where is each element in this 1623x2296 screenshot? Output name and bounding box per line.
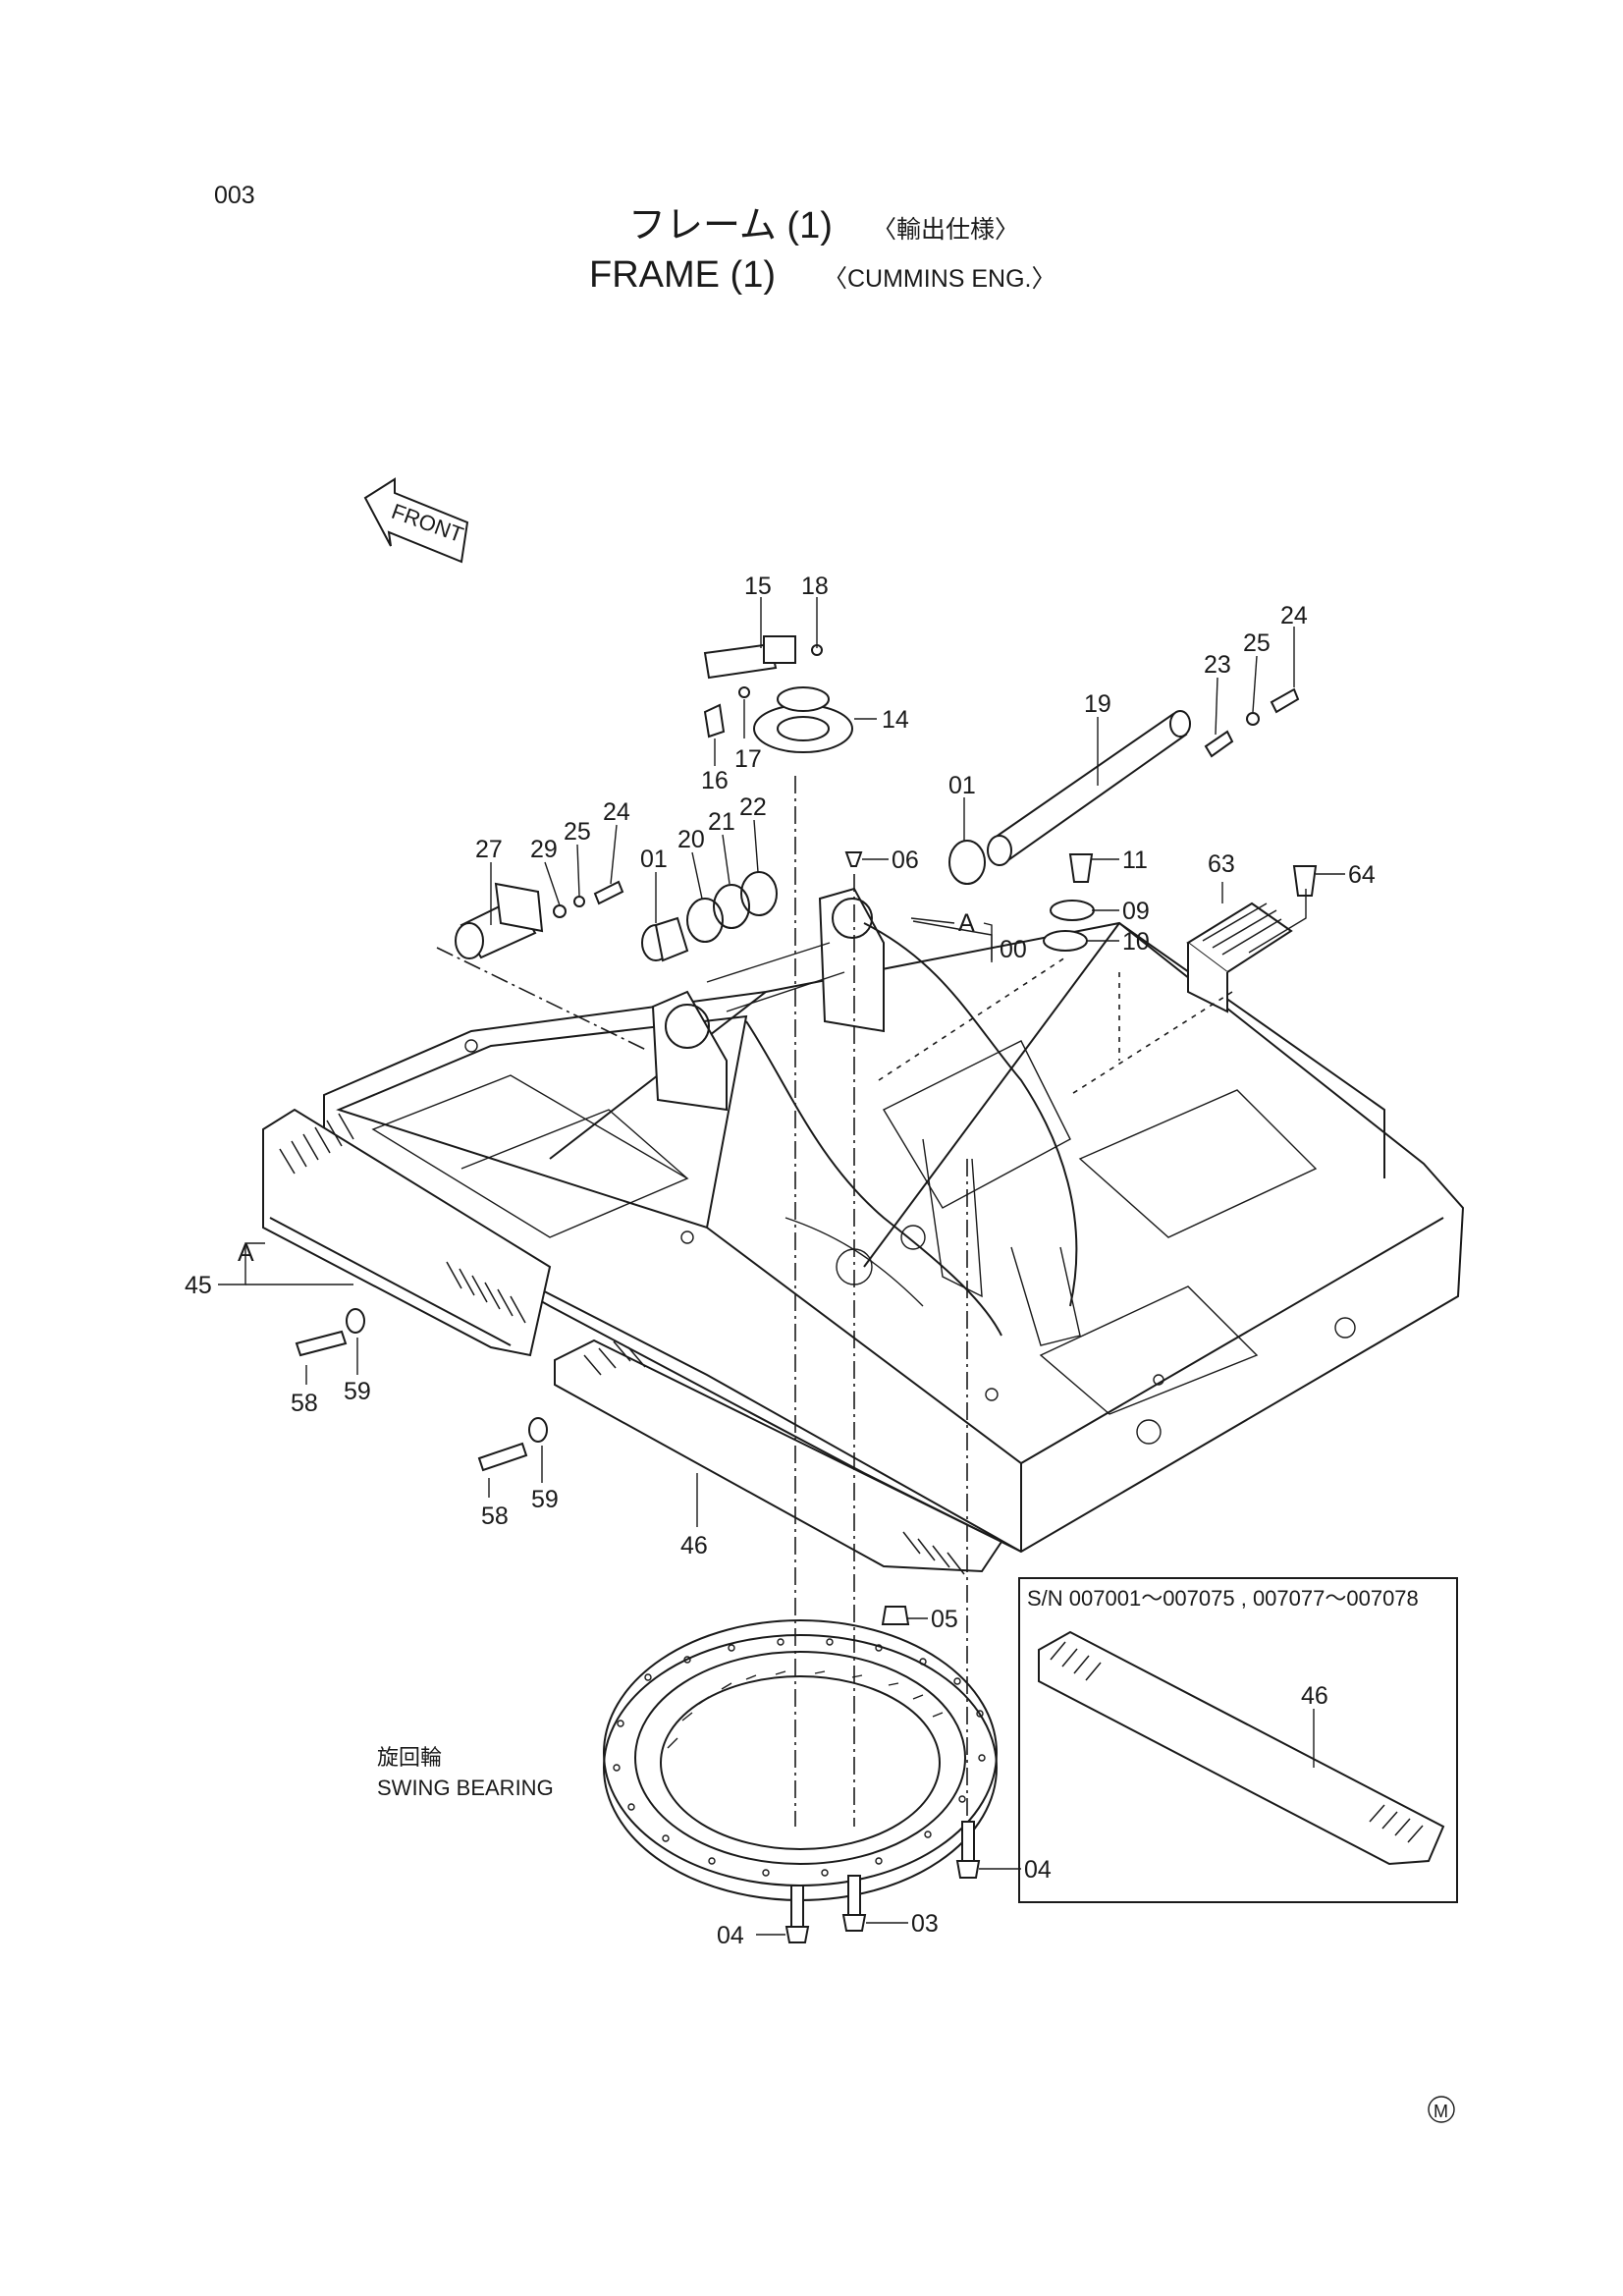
bolt-04-right bbox=[961, 1821, 975, 1862]
boom-pin-27 bbox=[455, 882, 544, 959]
front-direction-arrow-icon: FRONT bbox=[363, 477, 469, 564]
callout-01-left: 01 bbox=[640, 846, 668, 873]
grease-fitting-06 bbox=[844, 851, 863, 867]
bolt-58-lower bbox=[477, 1442, 528, 1472]
callout-09: 09 bbox=[1122, 898, 1150, 925]
callout-22: 22 bbox=[739, 793, 767, 821]
view-mark-a-lower: A bbox=[238, 1239, 254, 1267]
inset-callout-46: 46 bbox=[1301, 1682, 1328, 1710]
callout-23: 23 bbox=[1204, 651, 1231, 679]
plate-10 bbox=[1043, 930, 1088, 952]
callout-04-right: 04 bbox=[1024, 1856, 1052, 1884]
callout-16: 16 bbox=[701, 767, 729, 794]
callout-06: 06 bbox=[892, 847, 919, 874]
bolt-64 bbox=[1292, 865, 1318, 897]
callout-20: 20 bbox=[677, 826, 705, 853]
callout-24-left: 24 bbox=[603, 798, 630, 826]
callout-24-top: 24 bbox=[1280, 602, 1308, 629]
title-english-note: 〈CUMMINS ENG.〉 bbox=[823, 265, 1056, 293]
plate-15 bbox=[703, 635, 796, 680]
bolt-11 bbox=[1068, 853, 1094, 883]
callout-27: 27 bbox=[475, 836, 503, 863]
callout-46: 46 bbox=[680, 1532, 708, 1559]
leader-lines bbox=[218, 597, 1345, 1936]
washer-59-upper bbox=[346, 1308, 365, 1334]
bolt-58-upper bbox=[295, 1330, 348, 1357]
swing-bearing-label-jp: 旋回輪 bbox=[377, 1745, 442, 1770]
bolt-24-right bbox=[1270, 687, 1300, 714]
swing-bearing-drawing bbox=[603, 1619, 998, 1901]
callout-labels: 15 18 24 25 23 19 14 16 17 01 27 29 25 2… bbox=[185, 573, 1376, 1949]
washer-25-right bbox=[1246, 712, 1260, 726]
bushing-01-left bbox=[641, 916, 689, 962]
side-step-45 bbox=[262, 1108, 552, 1357]
callout-29: 29 bbox=[530, 836, 558, 863]
callout-14: 14 bbox=[882, 706, 909, 734]
ring-22 bbox=[740, 871, 778, 916]
callout-45: 45 bbox=[185, 1272, 212, 1299]
boom-pin-19 bbox=[987, 710, 1191, 866]
bolt-24-left bbox=[593, 880, 624, 905]
callout-63: 63 bbox=[1208, 850, 1235, 878]
plate-23 bbox=[1204, 730, 1234, 758]
bushing-01-right bbox=[948, 840, 986, 885]
washer-25-left bbox=[573, 896, 585, 907]
inset-serial-range: S/N 007001～007075 , 007077～007078 bbox=[1027, 1586, 1419, 1611]
bolt-16 bbox=[703, 703, 726, 738]
callout-19: 19 bbox=[1084, 690, 1111, 718]
step-63 bbox=[1186, 902, 1293, 1013]
callout-59-lower: 59 bbox=[531, 1486, 559, 1513]
inset-serial-variant: S/N 007001～007075 , 007077～007078 46 bbox=[1018, 1577, 1458, 1903]
callout-25-left: 25 bbox=[564, 818, 591, 846]
washer-29 bbox=[553, 904, 567, 918]
title-japanese-note: 〈輸出仕様〉 bbox=[872, 216, 1019, 244]
ring-21 bbox=[713, 884, 750, 929]
maker-mark-letter: M bbox=[1434, 2102, 1448, 2121]
callout-64: 64 bbox=[1348, 861, 1376, 889]
callout-01-right: 01 bbox=[948, 772, 976, 799]
title-japanese: フレーム (1) bbox=[628, 205, 833, 246]
bolt-04-bottom bbox=[790, 1885, 804, 1928]
bushing-14 bbox=[753, 686, 853, 753]
callout-17: 17 bbox=[734, 745, 762, 773]
swing-bearing-label-en: SWING BEARING bbox=[377, 1776, 554, 1800]
maker-mark-icon: M bbox=[1428, 2096, 1455, 2123]
callout-25-top: 25 bbox=[1243, 629, 1271, 657]
callout-58-upper: 58 bbox=[291, 1390, 318, 1417]
callout-10: 10 bbox=[1122, 928, 1150, 956]
callout-03: 03 bbox=[911, 1910, 939, 1938]
side-step-46 bbox=[554, 1339, 1003, 1575]
washer-59-lower bbox=[528, 1417, 548, 1443]
callout-59-upper: 59 bbox=[344, 1378, 371, 1405]
plate-09 bbox=[1050, 900, 1095, 921]
bolt-03-head bbox=[841, 1914, 867, 1932]
callout-05: 05 bbox=[931, 1606, 958, 1633]
bolt-04-right-head bbox=[955, 1860, 981, 1879]
nut-05 bbox=[881, 1606, 910, 1625]
callout-21: 21 bbox=[708, 808, 735, 836]
view-mark-a-upper: A bbox=[958, 909, 975, 937]
callout-11: 11 bbox=[1122, 847, 1148, 874]
bolt-04-bottom-head bbox=[784, 1926, 810, 1943]
callout-18: 18 bbox=[801, 573, 829, 600]
bolt-03 bbox=[847, 1875, 861, 1916]
callout-58-lower: 58 bbox=[481, 1503, 509, 1530]
frame-assembly-drawing bbox=[323, 887, 1465, 1554]
callout-00: 00 bbox=[1000, 936, 1027, 963]
title-english: FRAME (1) bbox=[589, 254, 776, 296]
callout-04-bottom: 04 bbox=[717, 1922, 744, 1949]
callout-15: 15 bbox=[744, 573, 772, 600]
ring-20 bbox=[686, 898, 724, 943]
washer-17 bbox=[738, 686, 750, 698]
page-number: 003 bbox=[214, 182, 255, 209]
